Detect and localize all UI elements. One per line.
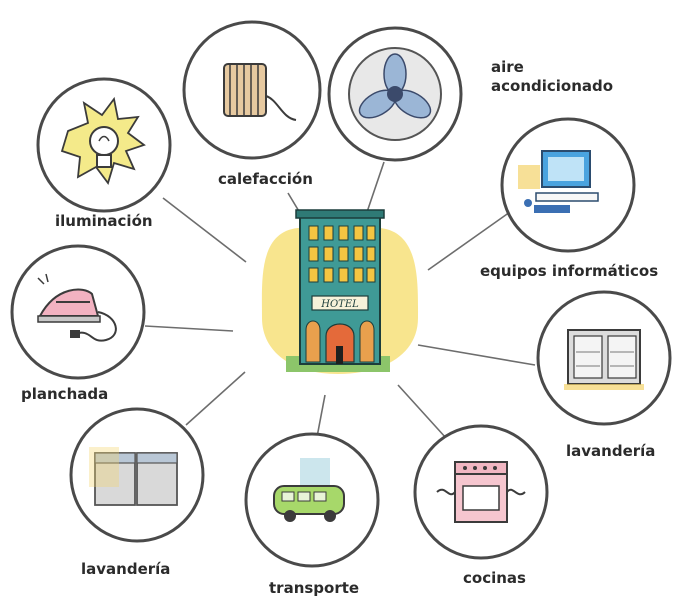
connector-transporte [316, 394, 326, 438]
connector-equipos [427, 211, 511, 271]
lightbulb-icon [60, 96, 146, 185]
hotel-person [336, 346, 343, 364]
connector-lavanderia-right [417, 344, 536, 366]
label-lavanderia-right: lavandería [566, 442, 656, 460]
hotel-sign: HOTEL [320, 299, 359, 310]
label-iluminacion: iluminación [55, 212, 153, 230]
label-lavanderia-left: lavandería [81, 560, 171, 578]
hotel-illustration: HOTEL [261, 209, 419, 374]
hotel-awning [325, 323, 355, 363]
label-planchada: planchada [21, 385, 109, 403]
iron-icon [37, 273, 117, 342]
hotel-arch-left [305, 320, 321, 363]
connectors [144, 161, 536, 439]
van-icon [273, 458, 345, 522]
washing-machines-icon [89, 447, 178, 506]
connector-iluminacion [162, 197, 247, 263]
refrigerator-icon [564, 329, 644, 390]
connector-planchada [144, 325, 234, 332]
connector-lavanderia-left [185, 371, 246, 426]
stove-icon [436, 461, 526, 523]
label-aire: aire acondicionado [491, 58, 613, 96]
hotel-windows [308, 225, 376, 283]
connector-aire [365, 161, 385, 216]
hotel-arch-right [359, 320, 375, 363]
fan-icon [348, 47, 442, 141]
label-aire-line-2: acondicionado [491, 77, 614, 95]
label-calefaccion: calefacción [218, 170, 313, 188]
connector-cocinas [397, 384, 447, 439]
label-cocinas: cocinas [463, 569, 526, 587]
label-equipos: equipos informáticos [480, 262, 659, 280]
hotel-roof [295, 209, 385, 219]
label-transporte: transporte [269, 579, 360, 597]
computer-icon [518, 150, 599, 213]
radiator-icon [223, 63, 297, 121]
label-aire-line-1: aire [491, 58, 524, 76]
hotel-sign-board [311, 295, 369, 311]
